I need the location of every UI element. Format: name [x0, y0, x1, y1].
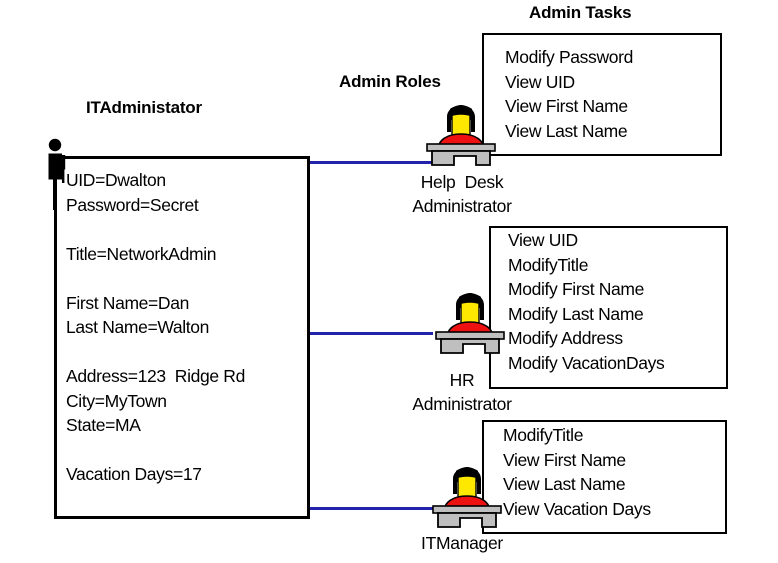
connector-user-to-help-desk-administrator [310, 161, 442, 164]
person-at-desk-icon [426, 105, 496, 166]
role-caption-hr-administrator: HR Administrator [412, 370, 512, 414]
tasks-box-hr-administrator [489, 226, 728, 389]
heading-admin-tasks: Admin Tasks [529, 3, 632, 22]
person-at-desk-icon [435, 293, 505, 354]
task-list-help-desk-administrator: Modify Password View UID View First Name… [505, 47, 633, 141]
task-list-hr-administrator: View UID ModifyTitle Modify First Name M… [508, 230, 665, 373]
connector-user-to-it-manager [310, 507, 435, 510]
role-caption-help-desk-administrator: Help Desk Administrator [412, 172, 512, 216]
user-attributes-text: UID=Dwalton Password=Secret Title=Networ… [66, 170, 245, 484]
tasks-box-it-manager [482, 420, 727, 534]
person-at-desk-icon [432, 467, 502, 528]
role-caption-it-manager: ITManager [421, 533, 503, 553]
heading-it-administrator: ITAdministator [86, 98, 202, 117]
tasks-box-help-desk-administrator [482, 33, 722, 156]
connector-user-to-hr-administrator [310, 332, 433, 335]
person-stick-figure-icon [48, 138, 66, 210]
user-record-box [54, 156, 310, 519]
task-list-it-manager: ModifyTitle View First Name View Last Na… [503, 425, 651, 519]
heading-admin-roles: Admin Roles [339, 72, 441, 91]
